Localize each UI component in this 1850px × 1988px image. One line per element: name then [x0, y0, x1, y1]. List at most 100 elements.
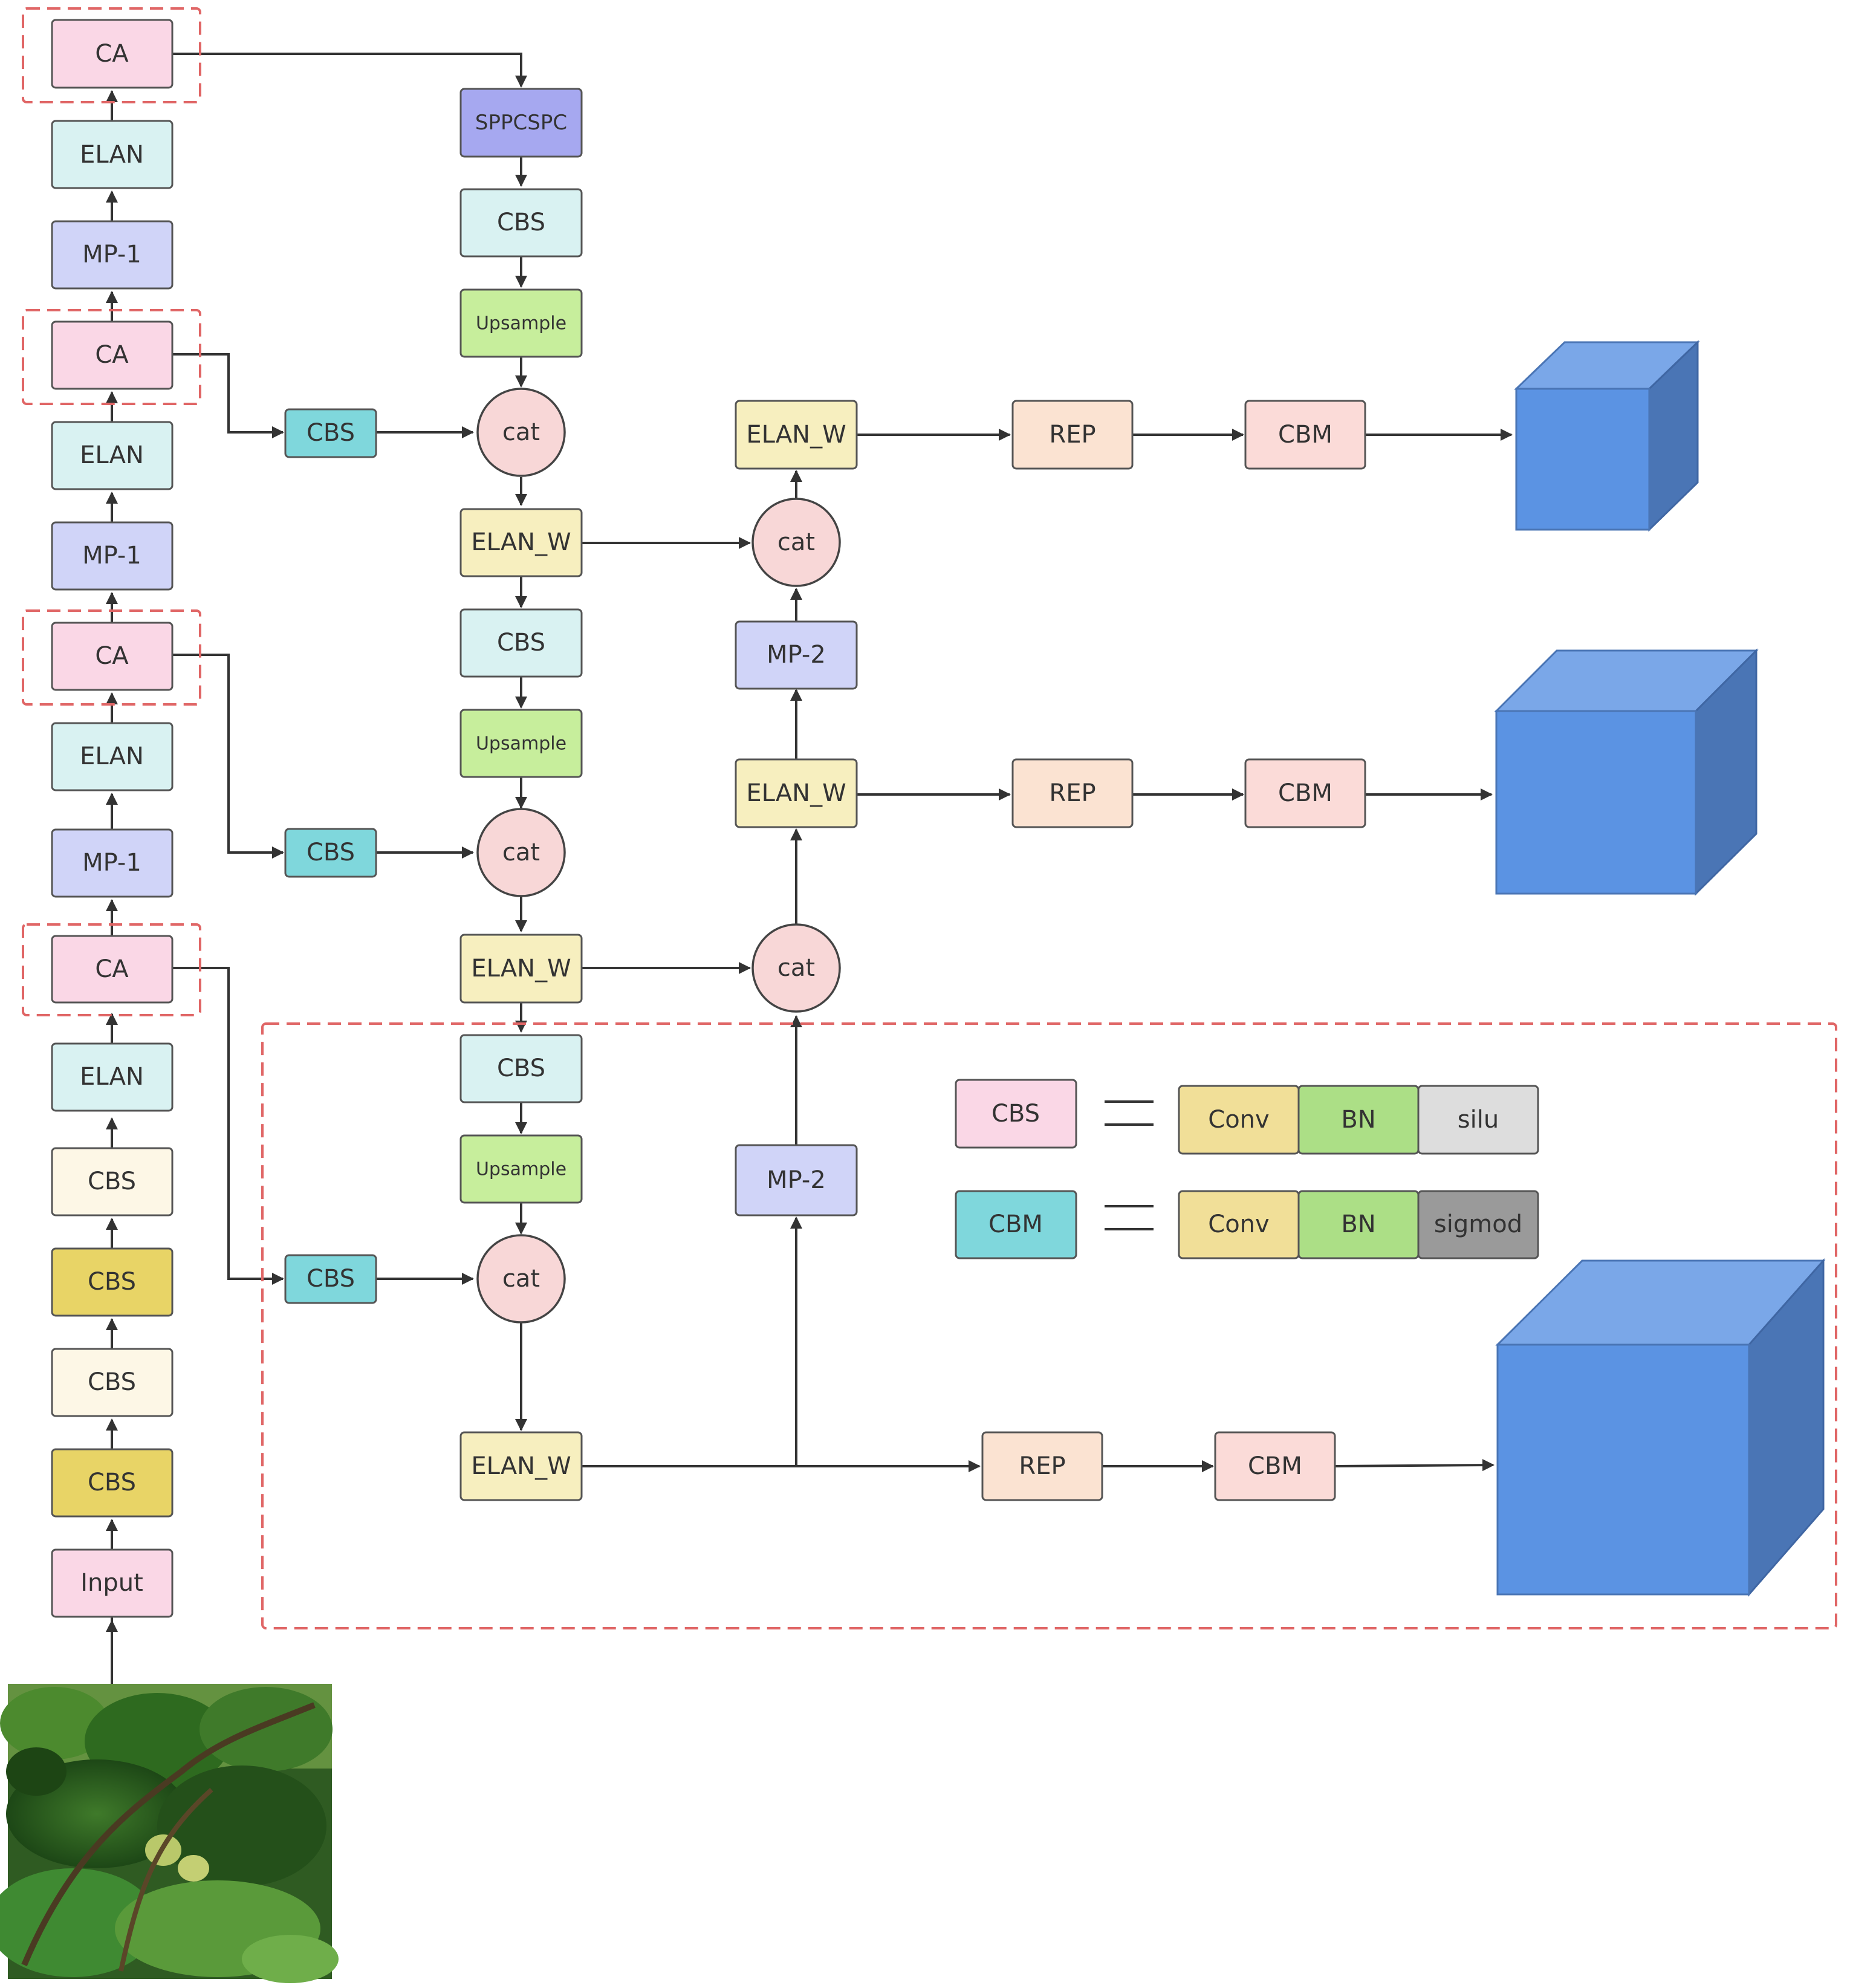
- upsample-2-label: Upsample: [476, 733, 566, 755]
- neck-elan-w-2: ELAN_W: [459, 934, 583, 1004]
- neck-elan-w-1: ELAN_W: [459, 508, 583, 577]
- backbone-cbs-4-label: CBS: [88, 1469, 136, 1496]
- backbone-cbs-3-label: CBS: [88, 1368, 136, 1396]
- backbone-mp1-3: MP-1: [51, 828, 174, 898]
- backbone-elan-1: ELAN: [51, 120, 174, 189]
- pan-column: ELAN_W cat MP-2 ELAN_W cat MP-2: [735, 400, 858, 1217]
- cbm-block-3: CBM: [1214, 1431, 1336, 1501]
- upsample-1-label: Upsample: [476, 313, 566, 334]
- head-elan-w-2: ELAN_W: [735, 758, 858, 828]
- cat-node-1: cat: [476, 388, 566, 477]
- input-photo: [0, 1684, 339, 1983]
- mp2-block-2: MP-2: [735, 1144, 858, 1217]
- backbone-cbs-2: CBS: [51, 1247, 174, 1317]
- neck-elan-w-3-label: ELAN_W: [471, 1452, 571, 1480]
- neck-cbs-2-label: CBS: [497, 629, 545, 657]
- side-cbs-1: CBS: [284, 408, 377, 458]
- backbone-ca-2: CA: [51, 320, 174, 390]
- head-elan-w-2-label: ELAN_W: [746, 779, 846, 807]
- rep-block-1: REP: [1011, 400, 1134, 470]
- rep-block-1-label: REP: [1049, 421, 1095, 449]
- ca-highlight-2: [22, 309, 201, 405]
- neck-elan-w-2-label: ELAN_W: [471, 955, 571, 983]
- backbone-ca-4-label: CA: [95, 955, 129, 983]
- cat-node-4: cat: [751, 498, 841, 587]
- cat-node-1-label: cat: [502, 418, 540, 446]
- cbm-block-1: CBM: [1244, 400, 1366, 470]
- backbone-elan-2-label: ELAN: [80, 441, 144, 469]
- backbone-ca-4: CA: [51, 935, 174, 1004]
- side-cbs-2-label: CBS: [307, 839, 355, 866]
- backbone-ca-1-label: CA: [95, 40, 129, 68]
- neck-cbs-3: CBS: [459, 1034, 583, 1103]
- backbone-elan-3: ELAN: [51, 722, 174, 791]
- mp2-block-2-label: MP-2: [767, 1166, 826, 1194]
- backbone-cbs-3: CBS: [51, 1348, 174, 1417]
- connection-lines: [106, 53, 1513, 1684]
- cat-node-3-label: cat: [502, 1265, 540, 1293]
- backbone: CA ELAN MP-1 CA ELAN MP-1 CA ELAN: [51, 19, 174, 1618]
- upsample-3-label: Upsample: [476, 1159, 566, 1180]
- legend-cbm-conv: Conv: [1208, 1210, 1269, 1238]
- sppcspc-block: SPPCSPC: [459, 88, 583, 158]
- rep-block-3: REP: [981, 1431, 1103, 1501]
- backbone-mp1-2: MP-1: [51, 521, 174, 591]
- legend-cbs-silu: silu: [1458, 1106, 1499, 1134]
- cat-node-2: cat: [476, 808, 566, 897]
- backbone-elan-1-label: ELAN: [80, 141, 144, 169]
- legend-cbm-label: CBM: [988, 1210, 1043, 1238]
- ca-highlight-1: [22, 7, 201, 103]
- output-cube-large: [1495, 1258, 1826, 1597]
- rep-block-2: REP: [1011, 758, 1134, 828]
- neck-elan-w-1-label: ELAN_W: [471, 528, 571, 556]
- head-elan-w-1-label: ELAN_W: [746, 421, 846, 449]
- cat-node-5-label: cat: [777, 954, 815, 982]
- cbm-block-3-label: CBM: [1248, 1452, 1302, 1480]
- backbone-cbs-2-label: CBS: [88, 1268, 136, 1296]
- rep-block-2-label: REP: [1049, 779, 1095, 807]
- backbone-cbs-4: CBS: [51, 1448, 174, 1518]
- mp2-block-1: MP-2: [735, 620, 858, 690]
- backbone-mp1-1-label: MP-1: [82, 241, 141, 268]
- backbone-cbs-1: CBS: [51, 1147, 174, 1217]
- side-cbs-1-label: CBS: [307, 419, 355, 447]
- ca-highlight-4: [22, 923, 201, 1016]
- backbone-mp1-2-label: MP-1: [82, 542, 141, 570]
- backbone-elan-3-label: ELAN: [80, 742, 144, 770]
- output-cube-small: [1514, 340, 1700, 532]
- backbone-ca-3-label: CA: [95, 642, 129, 670]
- side-cbs-2: CBS: [284, 828, 377, 878]
- legend-row-cbs: CBS Conv BN silu: [955, 1079, 1539, 1155]
- backbone-ca-2-label: CA: [95, 341, 129, 369]
- neck-cbs-1: CBS: [459, 188, 583, 258]
- backbone-mp1-3-label: MP-1: [82, 849, 141, 877]
- backbone-ca-3: CA: [51, 622, 174, 691]
- neck-cbs-3-label: CBS: [497, 1054, 545, 1082]
- neck-cbs-2: CBS: [459, 608, 583, 678]
- backbone-mp1-1: MP-1: [51, 220, 174, 290]
- legend-cbs-bn: BN: [1341, 1106, 1375, 1134]
- cat-node-4-label: cat: [777, 528, 815, 556]
- detection-heads: REP CBM REP CBM REP CBM: [981, 340, 1826, 1597]
- upsample-2: Upsample: [459, 709, 583, 778]
- ca-highlight-3: [22, 609, 201, 706]
- legend-cbs-conv: Conv: [1208, 1106, 1269, 1134]
- cbm-block-2-label: CBM: [1278, 779, 1332, 807]
- neck-cbs-1-label: CBS: [497, 209, 545, 236]
- cat-node-2-label: cat: [502, 839, 540, 866]
- cat-node-5: cat: [751, 923, 841, 1013]
- small-object-head-highlight: [261, 1022, 1837, 1629]
- cbm-block-1-label: CBM: [1278, 421, 1332, 449]
- sppcspc-label: SPPCSPC: [475, 111, 567, 135]
- backbone-elan-4: ELAN: [51, 1042, 174, 1112]
- cat-node-3: cat: [476, 1234, 566, 1324]
- backbone-ca-1: CA: [51, 19, 174, 89]
- output-cube-medium: [1494, 648, 1759, 896]
- backbone-cbs-1-label: CBS: [88, 1168, 136, 1195]
- rep-block-3-label: REP: [1019, 1452, 1065, 1480]
- neck-column: SPPCSPC CBS Upsample cat ELAN_W CBS Upsa…: [459, 88, 583, 1501]
- neck-elan-w-3: ELAN_W: [459, 1431, 583, 1501]
- upsample-1: Upsample: [459, 288, 583, 358]
- legend-row-cbm: CBM Conv BN sigmod: [955, 1190, 1539, 1259]
